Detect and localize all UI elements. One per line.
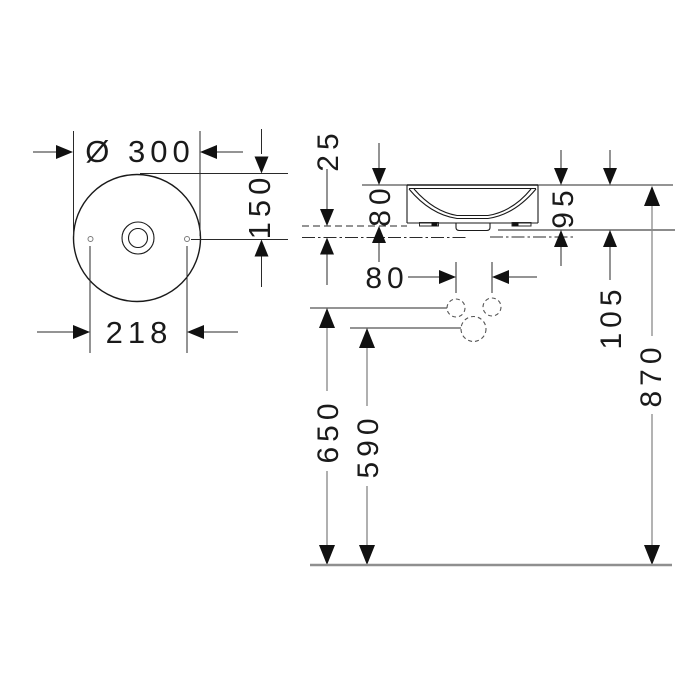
arrowhead-up-icon xyxy=(644,186,660,206)
front-view: 25 80 95 xyxy=(302,128,675,567)
dim-hole-spacing-label: 218 xyxy=(106,315,173,350)
dim-rim-to-counter-top-label: 95 xyxy=(547,185,580,228)
foot-right-clip xyxy=(512,222,519,227)
arrowhead-up-icon xyxy=(554,230,568,247)
dim-diameter: Ø 300 xyxy=(33,131,243,236)
top-view: Ø 300 218 150 xyxy=(33,129,288,353)
arrowhead-up-icon xyxy=(319,308,335,328)
dim-supply-height: 650 xyxy=(310,307,447,565)
arrowhead-down-icon xyxy=(254,156,269,174)
arrowhead-up-icon xyxy=(254,239,269,257)
dim-rim-to-counter-bottom: 105 xyxy=(595,150,628,350)
bowl-curve-left-inner xyxy=(413,188,488,217)
countertop-lines xyxy=(302,225,675,238)
basin-profile xyxy=(406,184,539,232)
dim-center-offset-label: 150 xyxy=(242,173,277,240)
drain-outer-circle xyxy=(121,221,155,255)
dim-drain-height: 590 xyxy=(350,327,461,565)
bowl-curve-left-outer xyxy=(408,188,488,220)
supply-connection-left xyxy=(446,298,466,318)
arrowhead-down-icon xyxy=(644,545,660,565)
arrowhead-up-icon xyxy=(603,230,617,247)
dim-counter-thickness-label: 25 xyxy=(312,128,345,171)
drain-inner-circle xyxy=(127,227,149,249)
bowl-curve-right-outer xyxy=(487,188,537,220)
connection-symbols xyxy=(446,297,502,343)
arrowhead-left-icon xyxy=(492,270,509,284)
arrowhead-down-icon xyxy=(372,168,386,185)
dim-rim-to-counter-top: 95 xyxy=(538,150,673,266)
dim-drain-height-label: 590 xyxy=(352,413,385,478)
bowl-curve-right-inner xyxy=(487,188,532,217)
basin-outline-circle xyxy=(72,173,202,303)
dim-supply-height-label: 650 xyxy=(312,398,345,463)
dim-supply-spacing: 80 xyxy=(365,262,537,295)
fixing-hole-right xyxy=(184,236,190,242)
supply-connection-right xyxy=(482,297,502,317)
drain-connection xyxy=(460,315,487,343)
arrowhead-down-icon xyxy=(319,545,335,565)
dim-rim-height-label: 870 xyxy=(635,342,668,407)
dim-rim-to-counter-bottom-label: 105 xyxy=(595,284,628,349)
dim-diameter-label: Ø 300 xyxy=(85,134,194,169)
arrowhead-right-icon xyxy=(73,325,90,339)
arrowhead-up-icon xyxy=(320,237,334,255)
arrowhead-down-icon xyxy=(603,168,617,185)
foot-right xyxy=(511,222,532,227)
drain-stub xyxy=(455,223,491,232)
arrowhead-down-icon xyxy=(320,209,334,226)
arrowhead-left-icon xyxy=(187,325,204,339)
fixing-hole-left xyxy=(87,236,94,242)
arrowhead-down-icon xyxy=(359,545,375,565)
arrowhead-up-icon xyxy=(359,328,375,348)
dim-hole-spacing: 218 xyxy=(37,246,238,353)
foot-left xyxy=(419,222,439,227)
dim-rim-height: 870 xyxy=(635,186,668,565)
arrowhead-down-icon xyxy=(554,168,568,185)
dim-supply-spacing-label: 80 xyxy=(365,262,408,295)
dim-basin-above-counter-label: 80 xyxy=(364,183,397,226)
dim-center-offset: 150 xyxy=(140,129,288,287)
arrowhead-up-icon xyxy=(372,226,386,243)
foot-left-clip xyxy=(431,222,438,227)
arrowhead-right-icon xyxy=(439,270,456,284)
arrowhead-left-icon xyxy=(200,145,217,159)
dim-counter-thickness: 25 xyxy=(312,128,345,285)
dim-basin-above-counter: 80 xyxy=(362,143,407,262)
arrowhead-right-icon xyxy=(56,145,73,159)
